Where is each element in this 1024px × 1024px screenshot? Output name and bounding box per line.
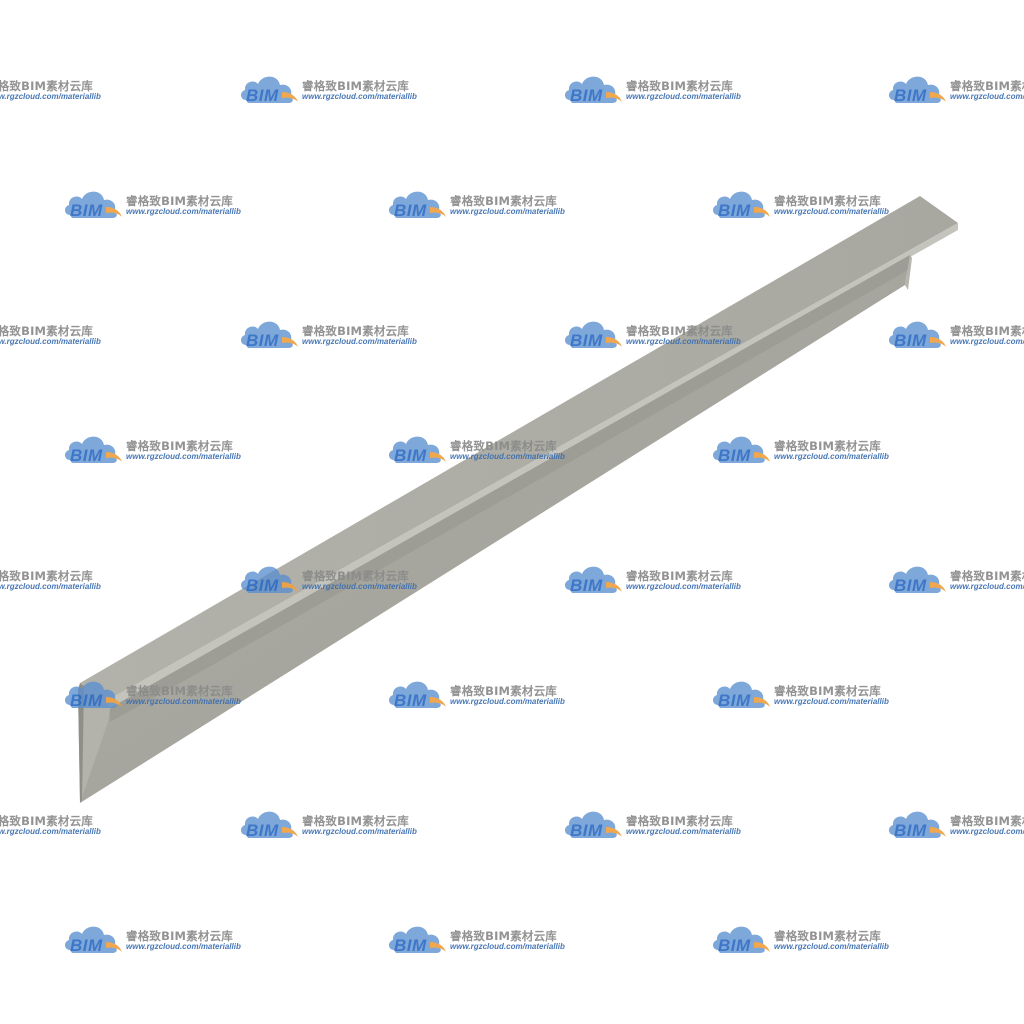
beam-top-flange [80, 196, 958, 700]
beam-end-cap-shade [78, 683, 84, 803]
beam-end-cap [78, 683, 110, 803]
beam-web-lower-edge [905, 255, 912, 290]
beam-flange-edge [108, 223, 958, 708]
beam-web-face [80, 255, 910, 803]
beam-web-shadow [110, 255, 910, 722]
